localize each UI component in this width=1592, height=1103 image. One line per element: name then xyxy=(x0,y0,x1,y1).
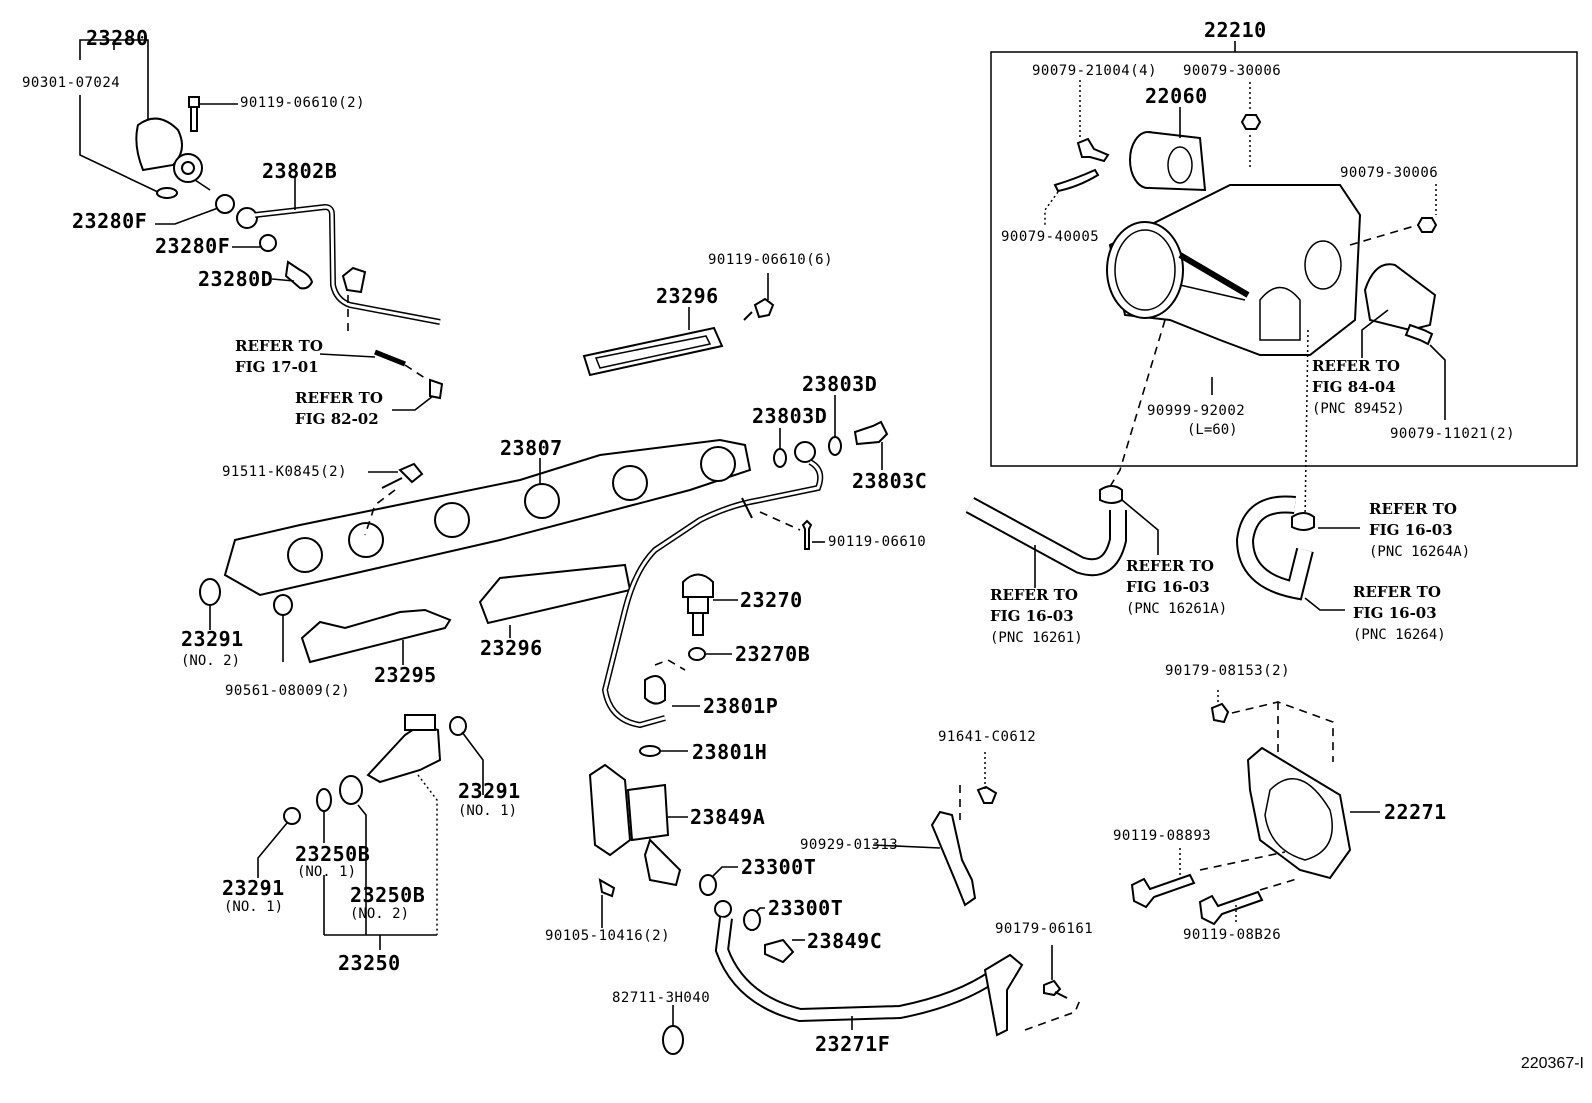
pnc-number: (PNC 89452) xyxy=(1312,401,1405,417)
part-label-90301-07024[interactable]: 90301-07024 xyxy=(22,75,121,91)
part-label-23280F-b[interactable]: 23280F xyxy=(155,234,231,258)
refer-to-text: REFER TO xyxy=(295,389,383,407)
part-label-82711-3H040[interactable]: 82711-3H040 xyxy=(612,990,711,1006)
refer-to-text: REFER TO xyxy=(1369,500,1457,518)
assembly-label-22210[interactable]: 22210 xyxy=(1204,18,1267,42)
throttle-body-part xyxy=(1106,184,1362,356)
part-label-90929-01313[interactable]: 90929-01313 xyxy=(800,837,899,853)
fig-number: FIG 82-02 xyxy=(295,410,379,428)
part-label-90179-08153-2[interactable]: 90179-08153(2) xyxy=(1165,663,1291,679)
part-label-90079-21004-4[interactable]: 90079-21004(4) xyxy=(1032,63,1158,79)
part-label-22060[interactable]: 22060 xyxy=(1145,84,1208,108)
hose-clamp-bracket-part xyxy=(588,763,682,887)
pulsation-damper-part xyxy=(682,573,714,636)
throttle-body-assembly-box xyxy=(990,51,1578,467)
part-label-23296-b[interactable]: 23296 xyxy=(480,636,543,660)
part-label-23291-no1-a[interactable]: 23291 xyxy=(458,779,521,803)
reference-fig-16-03-pnc-16261[interactable]: REFER TO FIG 16-03 (PNC 16261) xyxy=(990,585,1083,649)
part-sublabel-no1: (NO. 1) xyxy=(297,864,357,880)
part-label-23801H[interactable]: 23801H xyxy=(692,740,768,764)
part-label-23270[interactable]: 23270 xyxy=(740,588,803,612)
part-label-90119-08893[interactable]: 90119-08893 xyxy=(1113,828,1212,844)
reference-fig-17-01[interactable]: REFER TO FIG 17-01 xyxy=(235,336,323,378)
reference-fig-82-02[interactable]: REFER TO FIG 82-02 xyxy=(295,388,383,430)
part-label-23802B[interactable]: 23802B xyxy=(262,159,338,183)
part-label-23250B-no1[interactable]: 23250B xyxy=(295,842,371,866)
part-label-23280D[interactable]: 23280D xyxy=(198,267,274,291)
part-sublabel-no1: (NO. 1) xyxy=(224,899,284,915)
part-label-90179-06161[interactable]: 90179-06161 xyxy=(995,921,1094,937)
part-label-23849C[interactable]: 23849C xyxy=(807,929,883,953)
fig-number: FIG 16-03 xyxy=(1353,604,1437,622)
part-label-23270B[interactable]: 23270B xyxy=(735,642,811,666)
idle-control-valve-part xyxy=(1129,131,1207,192)
part-label-91641-C0612[interactable]: 91641-C0612 xyxy=(938,729,1037,745)
part-label-23291-no2[interactable]: 23291 xyxy=(181,627,244,651)
water-hose-part xyxy=(1235,495,1315,601)
reference-fig-84-04[interactable]: REFER TO FIG 84-04 (PNC 89452) xyxy=(1312,356,1405,420)
pressure-regulator-part xyxy=(135,117,211,191)
part-label-23849A[interactable]: 23849A xyxy=(690,805,766,829)
part-label-23271F[interactable]: 23271F xyxy=(815,1032,891,1056)
part-label-23250B-no2[interactable]: 23250B xyxy=(350,883,426,907)
part-label-90105-10416-2[interactable]: 90105-10416(2) xyxy=(545,928,671,944)
part-label-23807[interactable]: 23807 xyxy=(500,436,563,460)
refer-to-text: REFER TO xyxy=(235,337,323,355)
reference-fig-16-03-pnc-16264A[interactable]: REFER TO FIG 16-03 (PNC 16264A) xyxy=(1369,499,1470,563)
part-label-23300T-a[interactable]: 23300T xyxy=(741,855,817,879)
part-sublabel-no2: (NO. 2) xyxy=(350,906,410,922)
refer-to-text: REFER TO xyxy=(1312,357,1400,375)
part-label-23803D-b[interactable]: 23803D xyxy=(802,372,878,396)
refer-to-text: REFER TO xyxy=(1126,557,1214,575)
part-label-91511-K0845-2[interactable]: 91511-K0845(2) xyxy=(222,464,348,480)
part-label-23803C[interactable]: 23803C xyxy=(852,469,928,493)
part-label-90119-06610[interactable]: 90119-06610 xyxy=(828,534,927,550)
fuel-injector-part xyxy=(366,714,442,784)
part-label-90119-06610-6[interactable]: 90119-06610(6) xyxy=(708,252,834,268)
reference-fig-16-03-pnc-16264[interactable]: REFER TO FIG 16-03 (PNC 16264) xyxy=(1353,582,1446,646)
part-label-90119-06610-2[interactable]: 90119-06610(2) xyxy=(240,95,366,111)
fig-number: FIG 16-03 xyxy=(1126,578,1210,596)
injector-cover-part xyxy=(582,326,724,377)
part-label-23296-a[interactable]: 23296 xyxy=(656,284,719,308)
fuel-rail-part xyxy=(223,438,752,597)
part-label-23300T-b[interactable]: 23300T xyxy=(768,896,844,920)
fig-number: FIG 17-01 xyxy=(235,358,319,376)
water-bypass-hose-part xyxy=(965,485,1127,577)
part-label-90079-30006-a[interactable]: 90079-30006 xyxy=(1183,63,1282,79)
part-label-23801P[interactable]: 23801P xyxy=(703,694,779,718)
part-label-90561-08009-2[interactable]: 90561-08009(2) xyxy=(225,683,351,699)
part-sublabel-length: (L=60) xyxy=(1187,422,1238,438)
refer-to-text: REFER TO xyxy=(1353,583,1441,601)
part-label-23280F-a[interactable]: 23280F xyxy=(72,209,148,233)
fig-number: FIG 84-04 xyxy=(1312,378,1396,396)
throttle-body-gasket-part xyxy=(1246,746,1352,880)
reference-fig-16-03-pnc-16261A[interactable]: REFER TO FIG 16-03 (PNC 16261A) xyxy=(1126,556,1227,620)
fig-number: FIG 16-03 xyxy=(1369,521,1453,539)
refer-to-text: REFER TO xyxy=(990,586,1078,604)
part-label-23803D-a[interactable]: 23803D xyxy=(752,404,828,428)
pnc-number: (PNC 16264A) xyxy=(1369,544,1471,560)
fuel-pipe-part xyxy=(236,203,441,325)
part-label-23295[interactable]: 23295 xyxy=(374,663,437,687)
bolt-part xyxy=(188,96,200,132)
fig-number: FIG 16-03 xyxy=(990,607,1074,625)
pnc-number: (PNC 16264) xyxy=(1353,627,1446,643)
part-label-23250[interactable]: 23250 xyxy=(338,951,401,975)
part-label-90079-30006-b[interactable]: 90079-30006 xyxy=(1340,165,1439,181)
part-label-23280[interactable]: 23280 xyxy=(86,26,149,50)
part-label-90079-40005[interactable]: 90079-40005 xyxy=(1001,229,1100,245)
part-label-90999-92002[interactable]: 90999-92002 xyxy=(1147,403,1246,419)
pnc-number: (PNC 16261A) xyxy=(1126,601,1228,617)
part-label-23291-no1-b[interactable]: 23291 xyxy=(222,876,285,900)
part-sublabel-no2: (NO. 2) xyxy=(181,653,241,669)
part-label-22271[interactable]: 22271 xyxy=(1384,800,1447,824)
part-label-90079-11021-2[interactable]: 90079-11021(2) xyxy=(1390,426,1516,442)
pnc-number: (PNC 16261) xyxy=(990,630,1083,646)
part-label-90119-08B26[interactable]: 90119-08B26 xyxy=(1183,927,1282,943)
figure-id: 220367-I xyxy=(1520,1055,1584,1072)
part-sublabel-no1: (NO. 1) xyxy=(458,803,518,819)
